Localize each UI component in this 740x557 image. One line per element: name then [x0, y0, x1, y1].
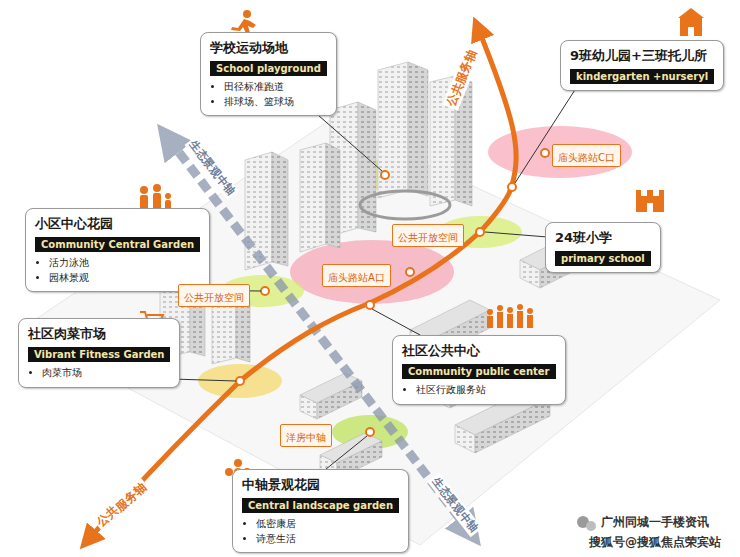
callout-title: 小区中心花园: [35, 215, 200, 233]
callout-title: 社区肉菜市场: [28, 325, 170, 343]
bullet-item: 排球场、篮球场: [224, 95, 327, 110]
callout-box: 中轴景观花园 Central landscape garden 低密康居诗意生活: [232, 469, 409, 553]
axis-label: 公共服务轴: [92, 478, 152, 532]
bullet-item: 社区行政服务站: [416, 383, 556, 398]
english-title: Community public center: [402, 364, 556, 379]
callout-title: 中轴景观花园: [242, 476, 399, 494]
zone-label: 庙头路站C口: [558, 152, 615, 163]
zone-tag: 庙头路站C口: [552, 144, 621, 167]
bullet-item: 活力泳池: [49, 256, 200, 271]
english-title: primary school: [555, 251, 651, 266]
callout-box: 社区肉菜市场 Vibrant Fitness Garden 肉菜市场: [18, 318, 180, 388]
english-title: Vibrant Fitness Garden: [28, 347, 170, 362]
callout-title: 24班小学: [555, 229, 651, 247]
zone-label: 公共开放空间: [398, 232, 458, 243]
bullet-item: 低密康居: [256, 517, 399, 532]
zone-tag: 公共开放空间: [178, 284, 250, 307]
callout-box: 社区公共中心 Community public center 社区行政服务站: [392, 335, 566, 405]
callout-box: 24班小学 primary school: [545, 222, 661, 273]
english-title: Community Central Garden: [35, 237, 200, 252]
zone-label: 公共开放空间: [184, 292, 244, 303]
zone-label: 庙头路站A口: [328, 272, 385, 283]
zone-label: 洋房中轴: [286, 432, 326, 443]
zone-tag: 公共开放空间: [392, 224, 464, 247]
watermark: 广州同城一手楼资讯: [599, 514, 711, 531]
callout-box: 9班幼儿园+三班托儿所 kindergarten +nurseryl: [560, 40, 724, 91]
bullet-item: 肉菜市场: [42, 366, 170, 381]
watermark: 搜狐号@搜狐焦点荣宾站: [587, 534, 723, 551]
english-title: Central landscape garden: [242, 498, 399, 513]
callout-box: 学校运动场地 School playground 田径标准跑道排球场、篮球场: [200, 32, 337, 116]
bullet-item: 园林景观: [49, 271, 200, 286]
bullet-item: 田径标准跑道: [224, 80, 327, 95]
zone-tag: 洋房中轴: [280, 424, 332, 447]
zone-tag: 庙头路站A口: [322, 264, 391, 287]
bullet-item: 诗意生活: [256, 532, 399, 547]
english-title: kindergarten +nurseryl: [570, 69, 714, 84]
callout-title: 学校运动场地: [210, 39, 327, 57]
callout-title: 社区公共中心: [402, 342, 556, 360]
callout-title: 9班幼儿园+三班托儿所: [570, 47, 714, 65]
english-title: School playground: [210, 61, 327, 76]
callout-box: 小区中心花园 Community Central Garden 活力泳池园林景观: [25, 208, 210, 292]
